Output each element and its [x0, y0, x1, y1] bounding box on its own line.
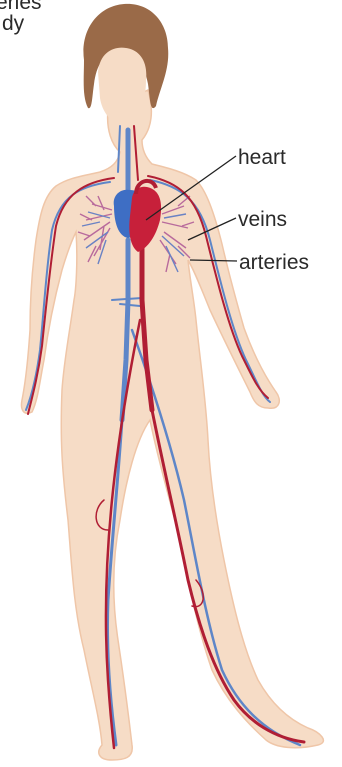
cropped-label-line-2: dy — [2, 13, 24, 34]
head — [83, 4, 168, 124]
veins-label: veins — [238, 209, 287, 230]
body-silhouette — [21, 90, 323, 760]
arteries-label: arteries — [239, 252, 309, 273]
body-outline — [21, 90, 323, 760]
heart-label: heart — [238, 147, 286, 168]
